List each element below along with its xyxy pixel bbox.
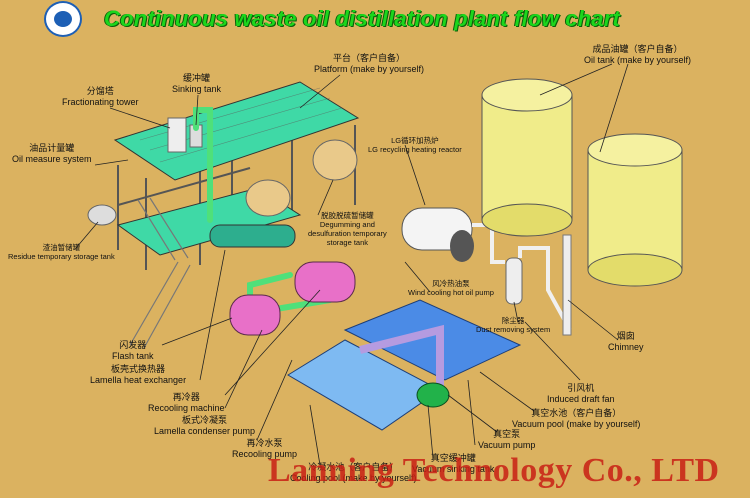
dust-remover — [505, 257, 523, 305]
upper-platform — [113, 81, 360, 181]
chart-title: Continuous waste oil distillation plant … — [104, 6, 621, 31]
label-cooling-pool: 冷凝水池（客户自备）Cooling pool (make by yourself… — [290, 462, 417, 483]
label-vacuum-pool: 真空水池（客户自备）Vacuum pool (make by yourself) — [512, 408, 641, 429]
residue-tank — [87, 204, 117, 226]
stairs — [129, 197, 191, 349]
recooling-machine — [294, 261, 356, 303]
oil-tank-1 — [481, 78, 573, 237]
purple-pipe — [359, 324, 444, 395]
label-oil-tank: 成品油罐（客户自备）Oil tank (make by yourself) — [584, 44, 692, 65]
company-logo — [44, 1, 82, 37]
vacuum-pool — [343, 299, 522, 381]
oil-tank-2 — [587, 133, 683, 287]
lg-reactor — [401, 207, 474, 262]
white-pipes — [472, 223, 572, 331]
label-platform: 平台（客户自备）Platform (make by yourself) — [314, 53, 425, 74]
degumming-tank-1 — [245, 179, 291, 217]
fractionating-tower — [167, 117, 187, 153]
vacuum-pump — [416, 382, 450, 408]
chimney — [562, 234, 572, 336]
flash-tank — [229, 294, 281, 336]
leader-lines — [75, 63, 629, 466]
degumming-tank-2 — [312, 139, 358, 181]
company-watermark: Lanning Technology Co., LTD — [268, 452, 720, 489]
lamella-exchanger — [209, 224, 296, 248]
